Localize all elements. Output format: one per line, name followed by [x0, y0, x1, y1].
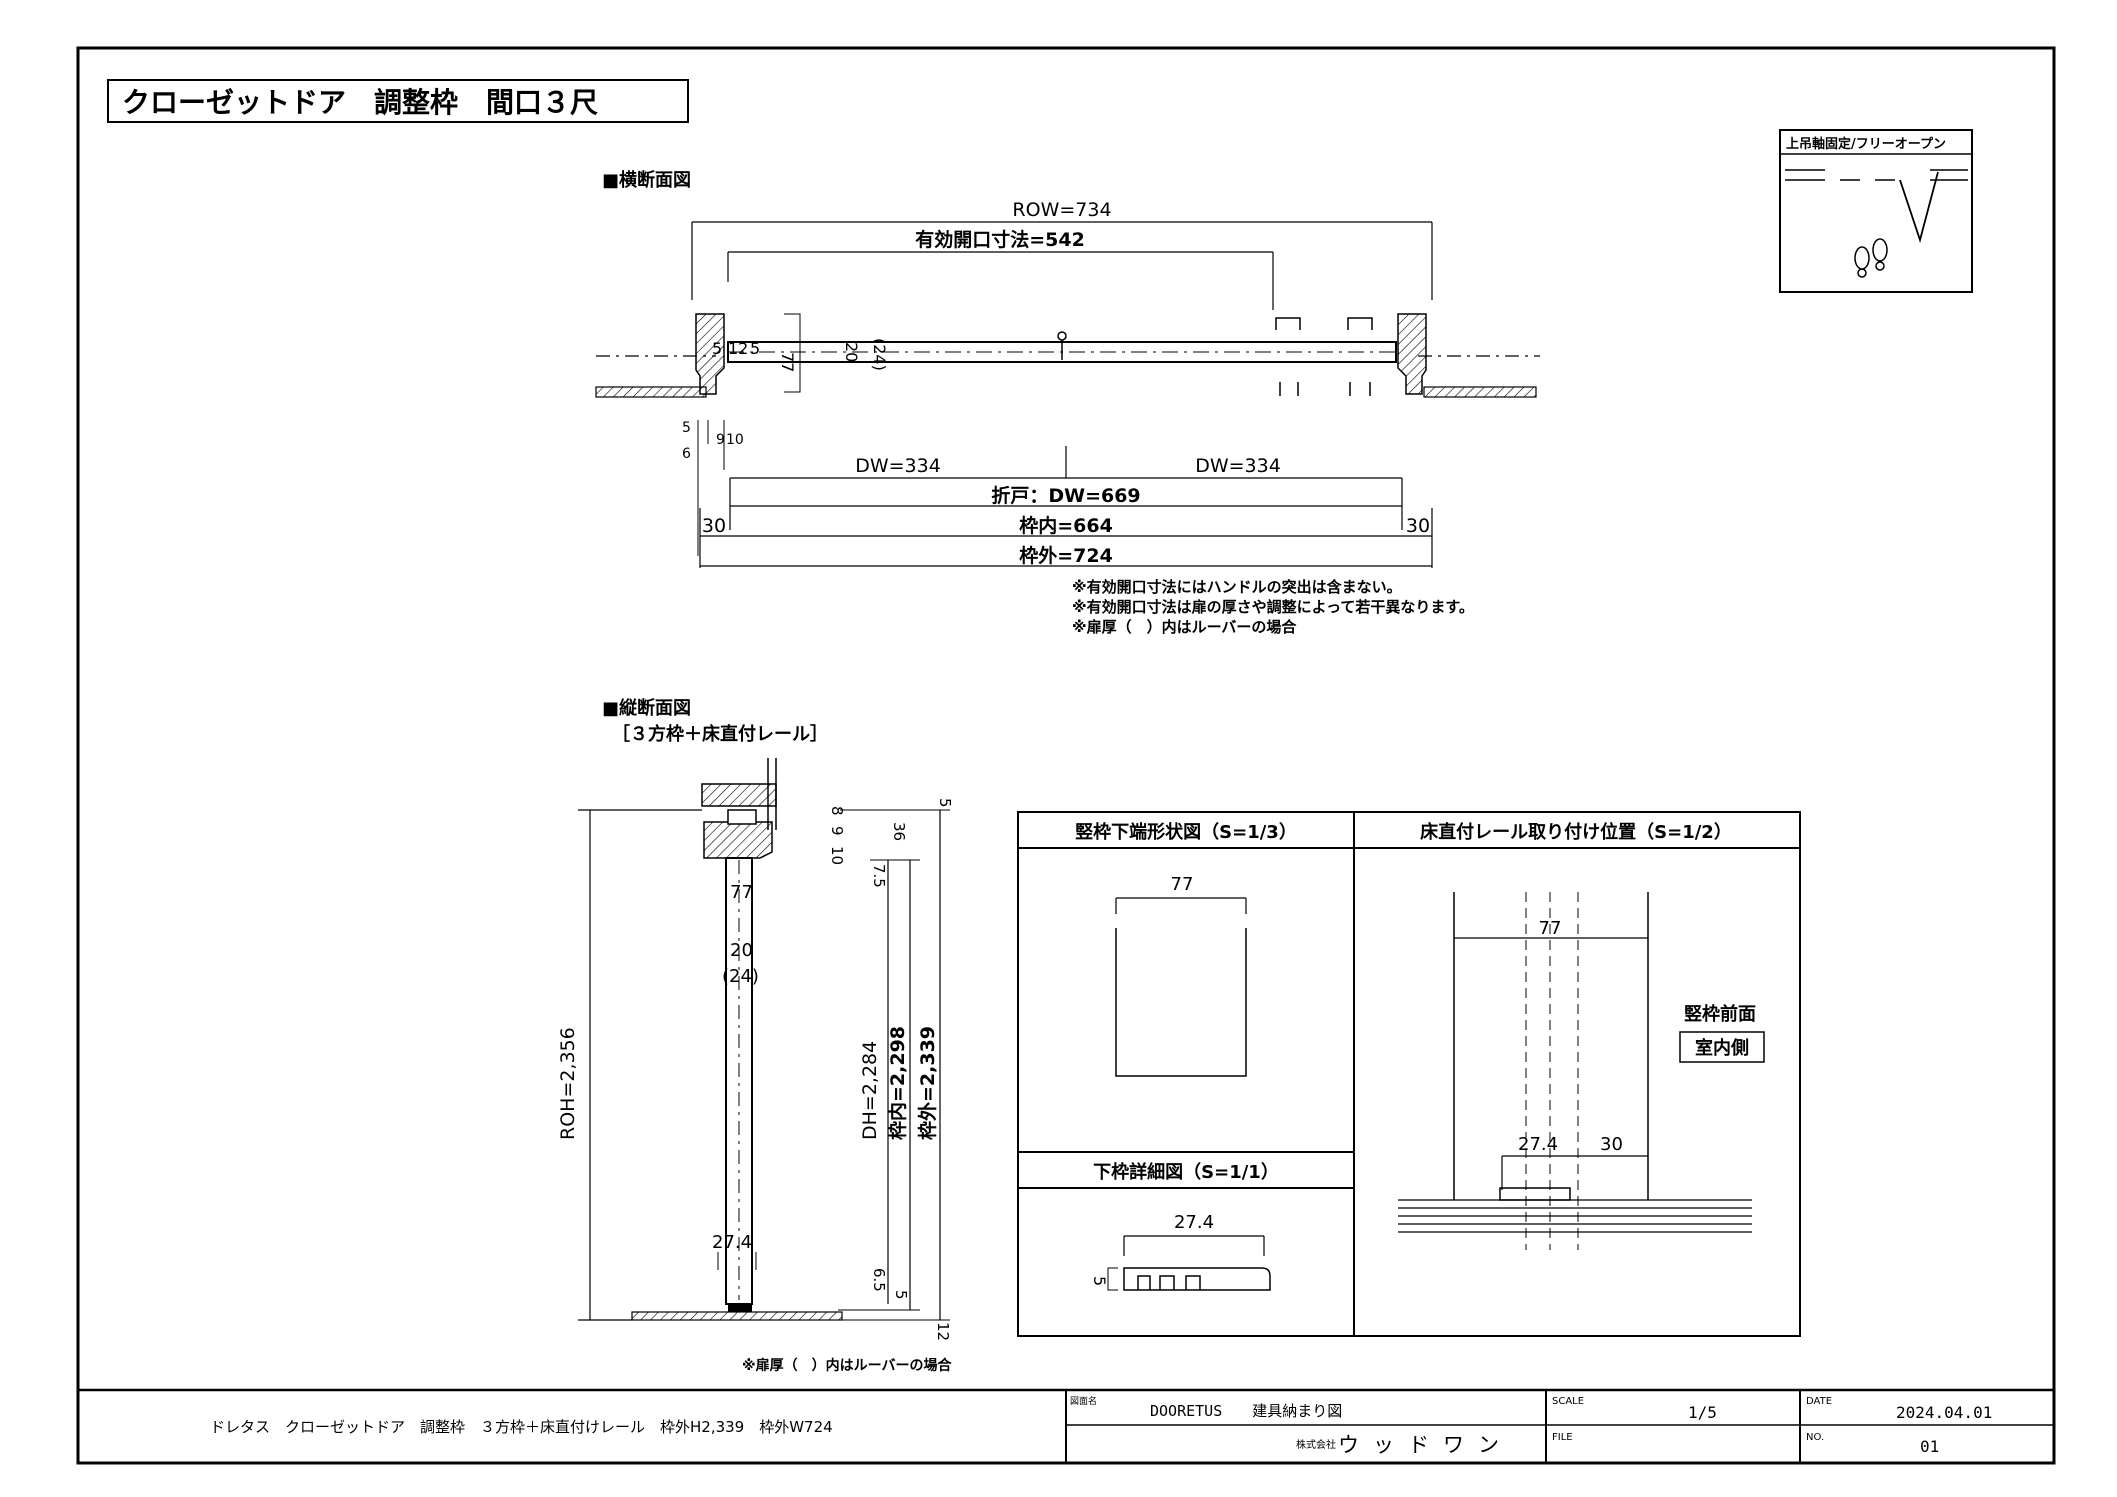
swing-v-mark [1899, 171, 1939, 244]
rail-pos-title: 床直付レール取り付け位置（S=1/2） [1420, 821, 1732, 843]
tb-drawing-name-label: 図面名 [1070, 1395, 1097, 1407]
legend-label: 上吊軸固定/フリーオープン [1786, 136, 1946, 152]
plan-dw-right: DW=334 [1195, 455, 1281, 477]
rail-dim: 77 [1539, 918, 1562, 939]
section-note: ※扉厚（ ）内はルーバーの場合 [742, 1357, 952, 1374]
rail-dim: 27.4 [1518, 1134, 1558, 1155]
section-bottom-dim: 6.5 [870, 1268, 888, 1292]
jamb-right [1397, 313, 1427, 395]
sill-dim: 27.4 [1174, 1212, 1214, 1233]
section-roh: ROH=2,356 [557, 1027, 579, 1140]
section-dh: DH=2,284 [859, 1041, 881, 1140]
tb-scale-label: SCALE [1552, 1396, 1584, 1407]
section-bottom-dim: 5 [892, 1290, 910, 1300]
section-top-dim: 9 [828, 826, 846, 836]
plan-row-dim: ROW=734 [1012, 199, 1111, 221]
plan-small-dim: 12 [728, 339, 748, 358]
plan-tick: 10 [726, 432, 744, 448]
sill-profile [1123, 1267, 1271, 1291]
plan-side-left: 30 [702, 515, 726, 537]
plan-folding-dw: 折戸：DW=669 [991, 485, 1140, 507]
tb-date: 2024.04.01 [1896, 1403, 1992, 1422]
head-jamb [703, 821, 773, 859]
details-table: 竪枠下端形状図（S=1/3） 床直付レール取り付け位置（S=1/2） 下枠詳細図… [1017, 811, 1801, 1337]
tb-no: 01 [1920, 1437, 1939, 1456]
tb-scale: 1/5 [1688, 1403, 1717, 1422]
jamb-bottom-shape [1115, 928, 1247, 1077]
plan-small-dim: 5 [712, 339, 722, 358]
floor-rail-detail [1499, 1187, 1571, 1201]
plan-small-dim: (24) [870, 338, 889, 371]
rail-floor [1398, 1199, 1752, 1233]
section-bottom-dim: 12 [934, 1322, 952, 1341]
vertical-section: ■縦断面図 ［３方枠＋床直付レール］ ROH=2,356 DH=2,284 枠内… [557, 697, 954, 1374]
section-door-dim: 77 [730, 882, 753, 903]
jamb-bottom-title: 竪枠下端形状図（S=1/3） [1075, 821, 1297, 843]
plan-dw-left: DW=334 [855, 455, 941, 477]
head-lintel [701, 783, 777, 807]
tb-description: ドレタス クローゼットドア 調整枠 ３方枠＋床直付けレール 枠外H2,339 枠… [210, 1418, 833, 1436]
section-top-dim: 5 [936, 798, 954, 808]
plan-tick: 5 [682, 420, 691, 436]
plan-small-dim: 77 [778, 352, 797, 372]
plan-heading: ■横断面図 [602, 169, 691, 191]
section-door-dim: 20 [730, 940, 753, 961]
jamb-bottom-dim: 77 [1171, 874, 1194, 895]
drawing-title: クローゼットドア 調整枠 間口３尺 [122, 86, 598, 119]
tb-company: ウッドワン [1338, 1433, 1513, 1457]
section-top-dim: 36 [890, 822, 908, 841]
section-heading: ■縦断面図 [602, 697, 691, 719]
wall-left [595, 386, 707, 398]
section-subheading: ［３方枠＋床直付レール］ [612, 723, 828, 745]
footprint-icon [1854, 238, 1888, 278]
plan-effective-opening: 有効開口寸法=542 [915, 228, 1085, 251]
sill-dim: 5 [1090, 1276, 1109, 1286]
front-label: 竪枠前面 [1684, 1003, 1756, 1025]
section-door-dim: 27.4 [712, 1232, 752, 1253]
plan-section: ■横断面図 ROW=734 有効開口寸法=542 5 12 5 77 20 (2… [595, 169, 1540, 636]
tb-drawing-name: DOORETUS 建具納まり図 [1150, 1402, 1342, 1420]
indoor-label: 室内側 [1695, 1037, 1749, 1059]
plan-inner-dim: 枠内=664 [1019, 514, 1113, 537]
plan-outer-dim: 枠外=724 [1019, 544, 1113, 567]
plan-note: ※有効開口寸法は扉の厚さや調整によって若干異なります。 [1072, 598, 1474, 616]
plan-note: ※扉厚（ ）内はルーバーの場合 [1072, 618, 1297, 636]
title-box [107, 79, 689, 123]
section-top-dim: 10 [828, 846, 846, 865]
tb-company-label: 株式会社 [1296, 1438, 1336, 1451]
section-outer: 枠外=2,339 [916, 1026, 939, 1140]
tb-date-label: DATE [1806, 1396, 1832, 1407]
floor-rail [728, 1304, 752, 1312]
section-top-dim: 7.5 [870, 864, 888, 888]
rail-dim: 30 [1600, 1134, 1623, 1155]
jamb-left [695, 313, 725, 395]
sheet-border [76, 46, 2056, 1465]
sill-title: 下枠詳細図（S=1/1） [1093, 1161, 1279, 1183]
plan-tick: 6 [682, 446, 691, 462]
handle-icon [1057, 331, 1067, 341]
tb-no-label: NO. [1806, 1432, 1824, 1443]
plan-small-dim: 5 [750, 339, 760, 358]
section-door-dim: (24) [722, 966, 759, 987]
plan-tick: 9 [716, 432, 725, 448]
plan-note: ※有効開口寸法にはハンドルの突出は含まない。 [1072, 578, 1402, 596]
floor [631, 1311, 843, 1321]
section-inner: 枠内=2,298 [886, 1026, 909, 1140]
tb-file-label: FILE [1552, 1432, 1573, 1443]
plan-small-dim: 20 [842, 342, 861, 362]
wall-right [1423, 386, 1537, 398]
section-top-dim: 8 [828, 806, 846, 816]
title-block: ドレタス クローゼットドア 調整枠 ３方枠＋床直付けレール 枠外H2,339 枠… [78, 1388, 2054, 1463]
plan-side-right: 30 [1406, 515, 1430, 537]
legend-box: 上吊軸固定/フリーオープン [1779, 129, 1973, 293]
